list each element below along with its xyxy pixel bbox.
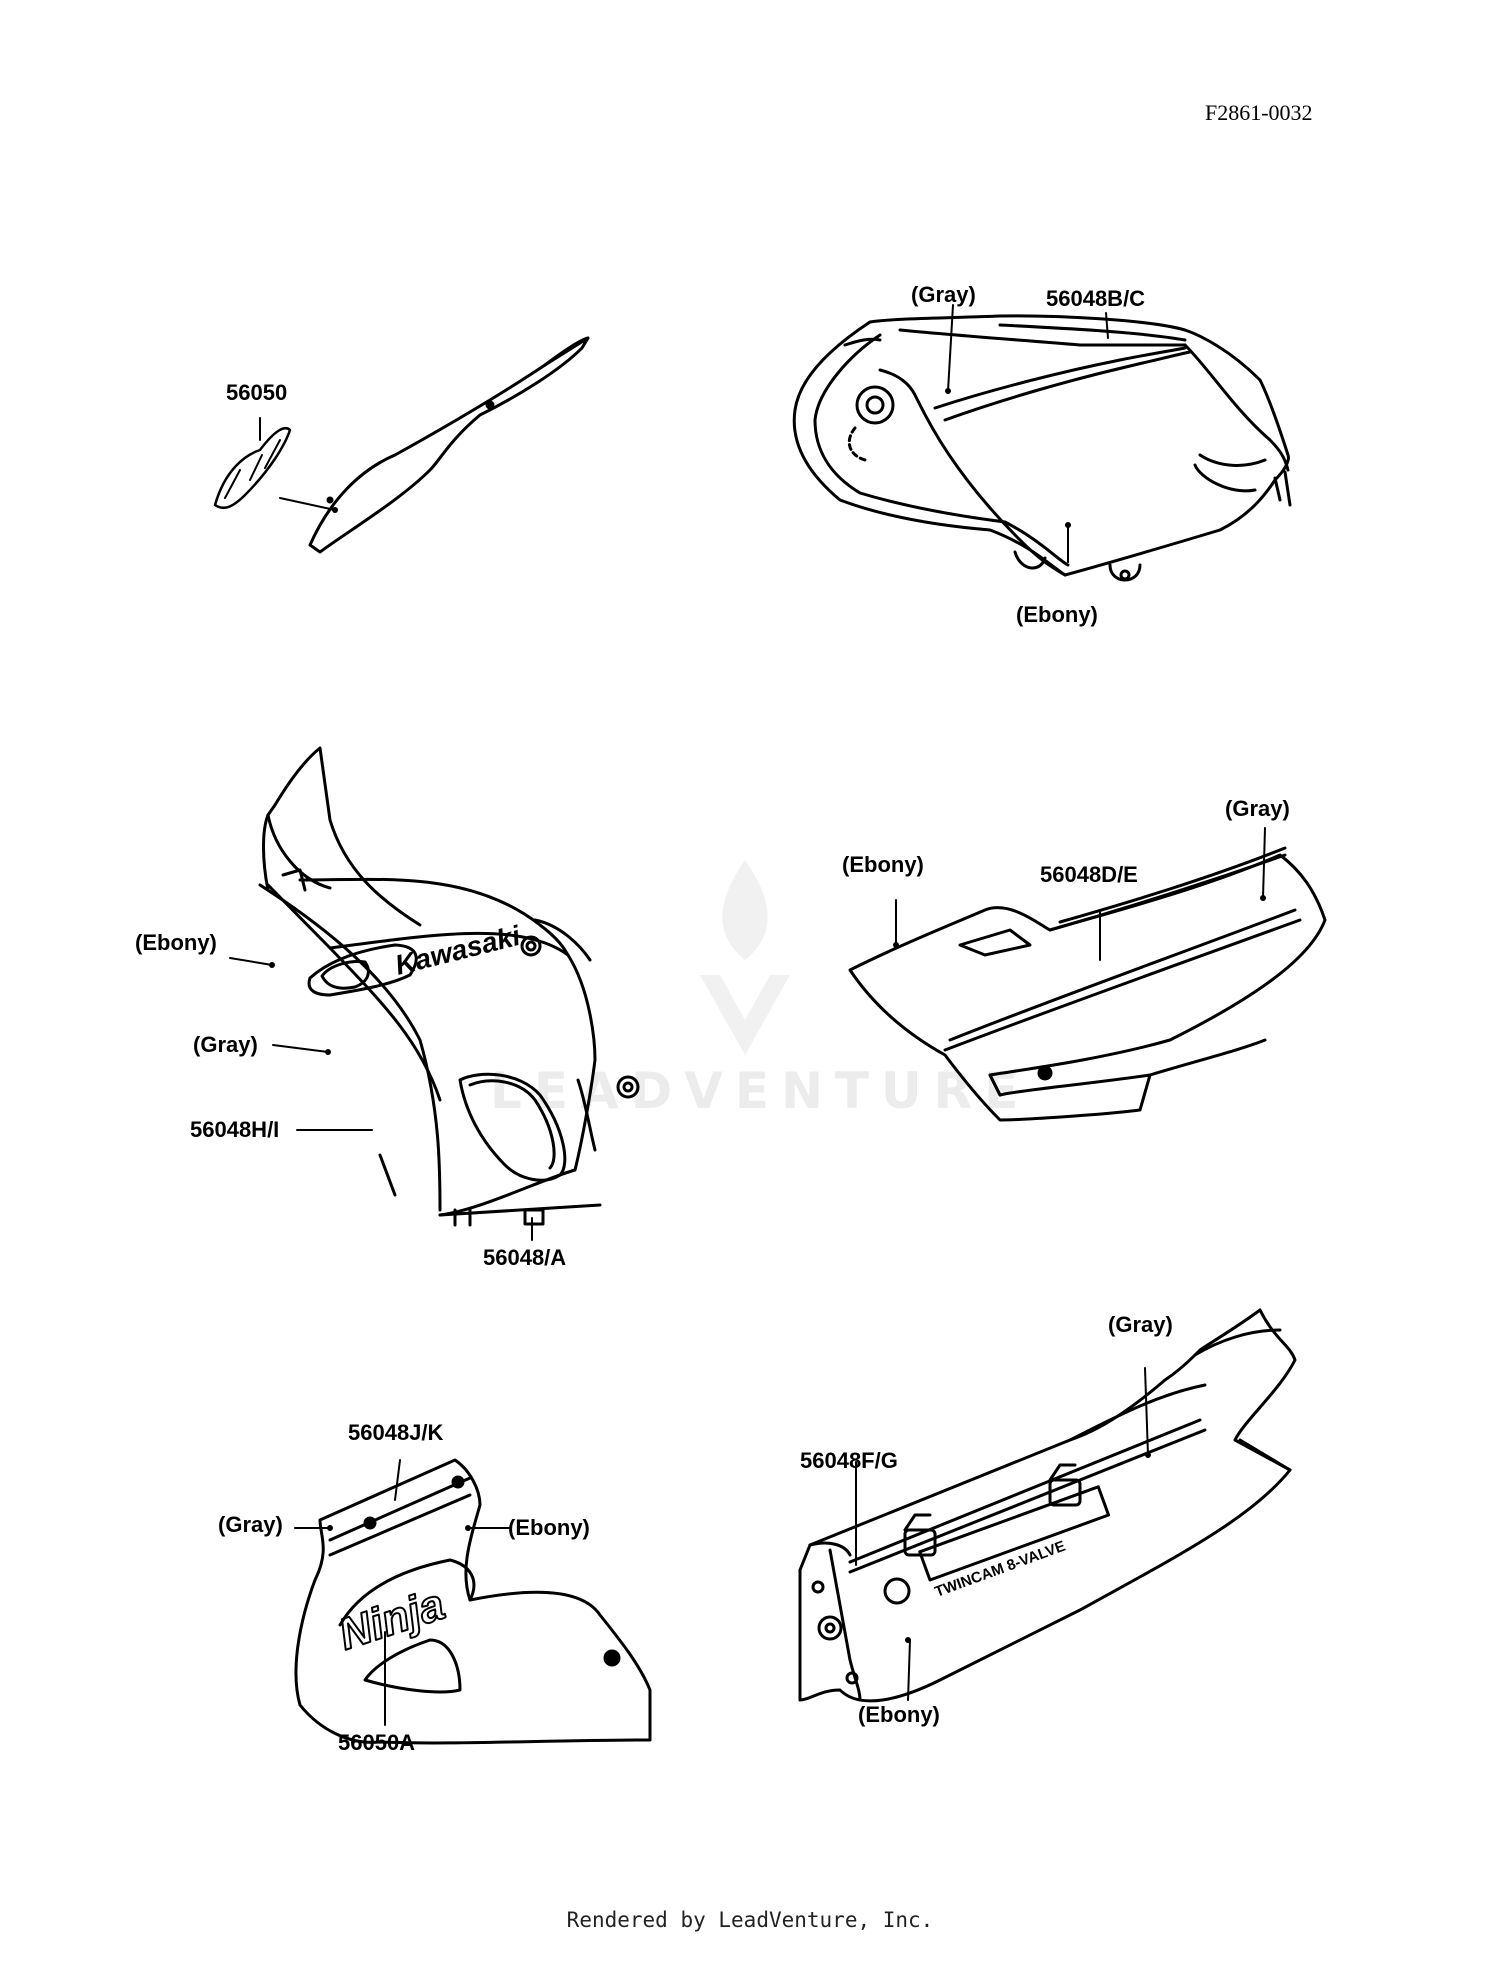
tail-cowl-part — [798, 1308, 1297, 1703]
label-gray-tank: (Gray) — [911, 282, 976, 307]
label-gray-fairing: (Gray) — [193, 1032, 258, 1057]
watermark-logo-icon — [700, 860, 790, 1055]
side-cover-part — [848, 846, 1327, 1122]
label-ebony-fairing: (Ebony) — [135, 930, 217, 955]
label-56048jk: 56048J/K — [348, 1420, 444, 1445]
label-56048hi: 56048H/I — [190, 1117, 280, 1142]
label-gray-side: (Gray) — [1225, 796, 1290, 821]
label-56048bc: 56048B/C — [1046, 286, 1146, 311]
label-gray-tail: (Gray) — [1108, 1312, 1173, 1337]
label-56050a: 56050A — [338, 1730, 416, 1755]
figure-id: F2861-0032 — [1205, 100, 1313, 125]
footer-credit: Rendered by LeadVenture, Inc. — [566, 1908, 934, 1932]
watermark-text: LEADVENTURE — [490, 1062, 1031, 1120]
label-56050: 56050 — [226, 380, 288, 405]
label-ebony-tank: (Ebony) — [1016, 602, 1098, 627]
ninja-large-decal-text: Ninja — [333, 1580, 450, 1660]
kawasaki-decal-text: Kawasaki — [392, 920, 525, 981]
twincam-decal-text: TWINCAM 8-VALVE — [933, 1538, 1068, 1601]
label-56048de: 56048D/E — [1040, 862, 1138, 887]
lower-fairing-part — [294, 1458, 652, 1745]
label-ebony-lower: (Ebony) — [508, 1515, 590, 1540]
fuel-tank-part — [792, 314, 1292, 582]
label-gray-lower: (Gray) — [218, 1512, 283, 1537]
label-ebony-tail: (Ebony) — [858, 1702, 940, 1727]
label-56048a: 56048/A — [483, 1245, 567, 1270]
upper-fairing-part — [258, 746, 640, 1227]
leader-dots — [269, 388, 1266, 1643]
leader-lines — [229, 304, 1266, 1726]
label-ebony-side: (Ebony) — [842, 852, 924, 877]
label-56048fg: 56048F/G — [800, 1448, 898, 1473]
ninja-small-decal — [213, 426, 292, 510]
windscreen-part — [308, 336, 590, 554]
